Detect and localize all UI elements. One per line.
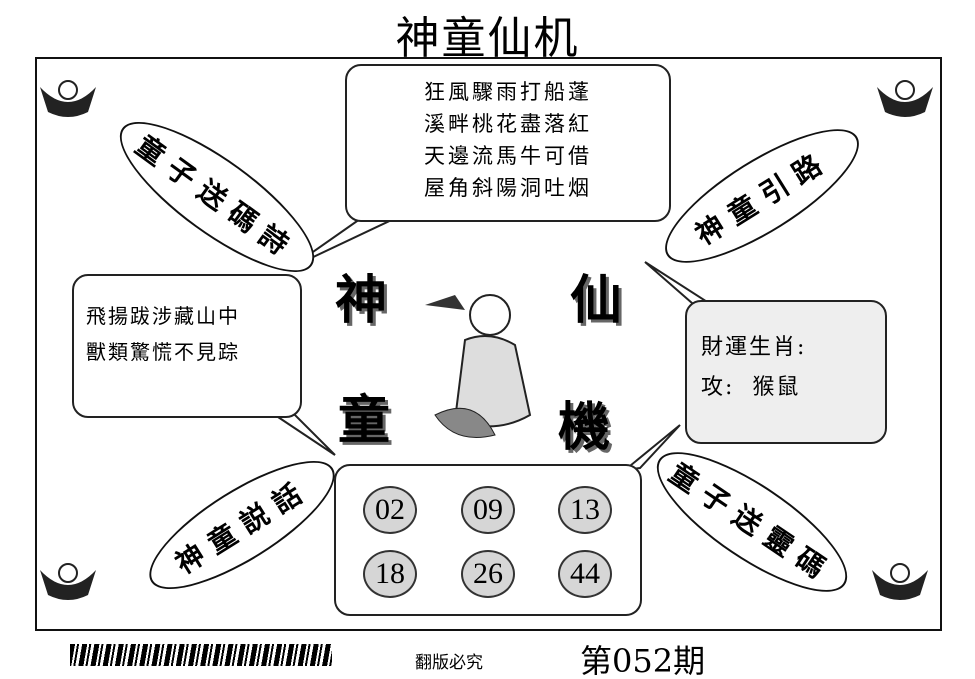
- char-tong: 童: [338, 390, 391, 451]
- zodiac-line: 攻: 猴鼠: [701, 375, 801, 400]
- frame: [35, 57, 942, 631]
- ingot-ornament-icon: [877, 80, 933, 117]
- poem-line: 狂風驟雨打船蓬: [424, 80, 592, 104]
- ingot-ornament-icon: [40, 80, 96, 117]
- number-ball: 02: [363, 486, 417, 534]
- ingot-ornament-icon: [40, 563, 96, 600]
- child-figure-illustration: [425, 294, 532, 438]
- poem-line: 溪畔桃花盡落紅: [424, 112, 592, 136]
- poem-line: 天邊流馬牛可借: [424, 144, 592, 168]
- zodiac-bubble: 財運生肖: 攻: 猴鼠: [685, 300, 887, 444]
- poem-line: 屋角斜陽洞吐烟: [424, 176, 592, 200]
- zodiac-line: 財運生肖:: [701, 335, 807, 360]
- page-title: 神童仙机: [395, 13, 580, 64]
- char-shen: 神: [335, 270, 388, 331]
- number-ball: 18: [363, 550, 417, 598]
- copyright-notice: 翻版必究: [415, 653, 483, 673]
- hint-line: 獸類驚慌不見踪: [86, 340, 240, 364]
- number-ball: 13: [558, 486, 612, 534]
- char-xian: 仙: [570, 270, 623, 331]
- char-ji: 機: [558, 397, 611, 458]
- number-ball: 26: [461, 550, 515, 598]
- barcode: [70, 644, 332, 666]
- hint-bubble: 飛揚跋涉藏山中 獸類驚慌不見踪: [72, 274, 302, 418]
- numbers-box: 02 09 13 18 26 44: [334, 464, 642, 616]
- poem-bubble: 狂風驟雨打船蓬 溪畔桃花盡落紅 天邊流馬牛可借 屋角斜陽洞吐烟: [345, 64, 671, 222]
- number-ball: 09: [461, 486, 515, 534]
- ingot-ornament-icon: [872, 563, 928, 600]
- issue-number: 第052期: [580, 642, 706, 679]
- number-ball: 44: [558, 550, 612, 598]
- hint-line: 飛揚跋涉藏山中: [86, 304, 240, 328]
